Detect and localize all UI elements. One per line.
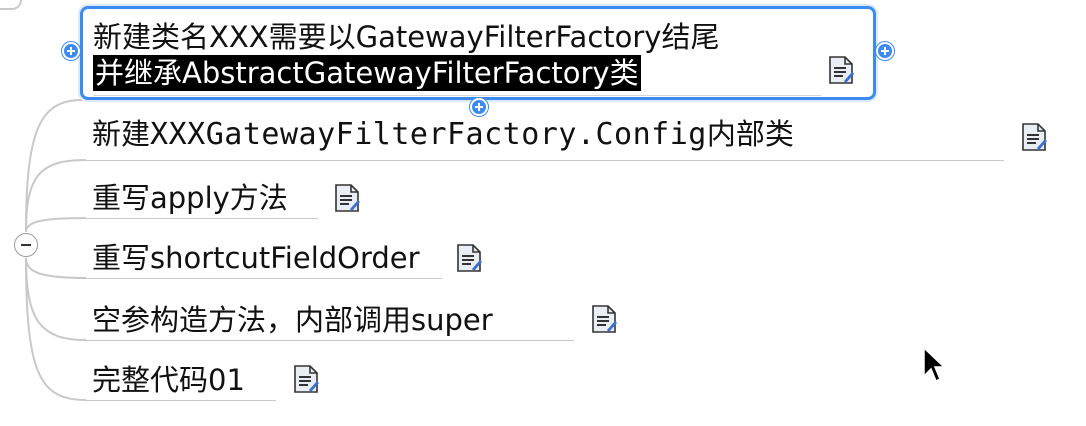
topic-underline (86, 400, 276, 401)
topic-label: 重写apply方法 (92, 181, 288, 215)
connector-selected (25, 99, 83, 233)
parent-node-edge (0, 0, 22, 10)
note-icon[interactable] (333, 183, 361, 213)
note-icon[interactable] (1020, 122, 1048, 152)
collapse-minus-icon[interactable] (14, 233, 38, 257)
note-icon[interactable] (827, 55, 855, 85)
topic-underline (86, 340, 574, 341)
selected-topic-node[interactable]: 新建类名XXX需要以GatewayFilterFactory结尾 并继承Abst… (80, 6, 876, 100)
topic-label-code: XXXGatewayFilterFactory.Config (150, 117, 707, 152)
topic-override-apply[interactable]: 重写apply方法 (92, 180, 288, 216)
topic-text-line-2-highlighted: 并继承AbstractGatewayFilterFactory类 (93, 55, 641, 91)
topic-underline (86, 278, 442, 279)
add-node-plus-icon[interactable] (62, 42, 80, 60)
connector-child-1 (25, 159, 87, 233)
mouse-pointer-icon (923, 346, 946, 383)
note-icon[interactable] (292, 364, 320, 394)
add-node-plus-icon[interactable] (470, 98, 488, 116)
connector-child-5 (25, 257, 87, 401)
connector-child-4 (25, 257, 87, 341)
topic-underline (86, 160, 1004, 161)
topic-empty-constructor[interactable]: 空参构造方法，内部调用super (92, 302, 493, 338)
connector-child-2 (25, 217, 87, 233)
note-icon[interactable] (590, 304, 618, 334)
topic-underline (86, 218, 318, 219)
topic-full-code-01[interactable]: 完整代码01 (92, 362, 245, 398)
topic-label: 重写shortcutFieldOrder (92, 241, 420, 275)
note-icon[interactable] (455, 243, 483, 273)
topic-override-shortcutfieldorder[interactable]: 重写shortcutFieldOrder (92, 240, 420, 276)
topic-label: 完整代码01 (92, 363, 245, 397)
connector-child-3 (25, 257, 87, 279)
topic-text-line-1: 新建类名XXX需要以GatewayFilterFactory结尾 (93, 20, 720, 54)
topic-label: 空参构造方法，内部调用super (92, 303, 493, 337)
topic-label-suffix: 内部类 (706, 117, 794, 151)
topic-label-prefix: 新建 (92, 117, 151, 151)
topic-config-inner-class[interactable]: 新建XXXGatewayFilterFactory.Config内部类 (92, 116, 794, 153)
topic-underline (93, 95, 821, 96)
add-node-plus-icon[interactable] (876, 42, 894, 60)
